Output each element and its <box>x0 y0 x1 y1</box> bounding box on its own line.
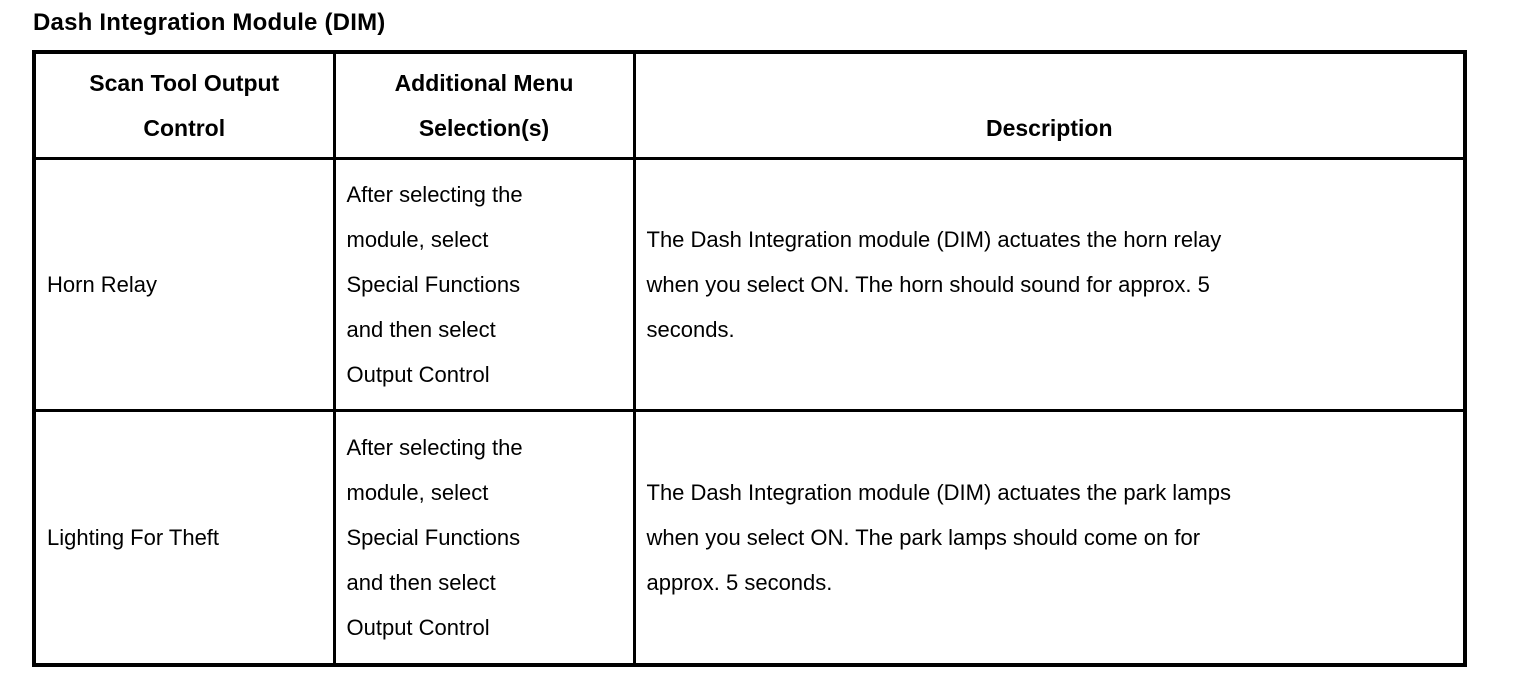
column-header-description: Description <box>632 50 1467 160</box>
cell-menu-selection: After selecting the module, select Speci… <box>332 156 636 412</box>
cell-menu-selection: After selecting the module, select Speci… <box>332 408 636 667</box>
document-title: Dash Integration Module (DIM) <box>33 9 386 36</box>
table-header-row: Scan Tool Output Control Additional Menu… <box>32 50 1467 160</box>
cell-output-control: Lighting For Theft <box>32 408 336 667</box>
column-header-additional-menu-selections: Additional Menu Selection(s) <box>332 50 636 160</box>
table-row: Horn Relay After selecting the module, s… <box>32 156 1467 412</box>
cell-description: The Dash Integration module (DIM) actuat… <box>632 156 1467 412</box>
cell-description: The Dash Integration module (DIM) actuat… <box>632 408 1467 667</box>
dim-output-control-table: Scan Tool Output Control Additional Menu… <box>32 50 1467 667</box>
column-header-scan-tool-output-control: Scan Tool Output Control <box>32 50 336 160</box>
cell-output-control: Horn Relay <box>32 156 336 412</box>
table-row: Lighting For Theft After selecting the m… <box>32 408 1467 667</box>
